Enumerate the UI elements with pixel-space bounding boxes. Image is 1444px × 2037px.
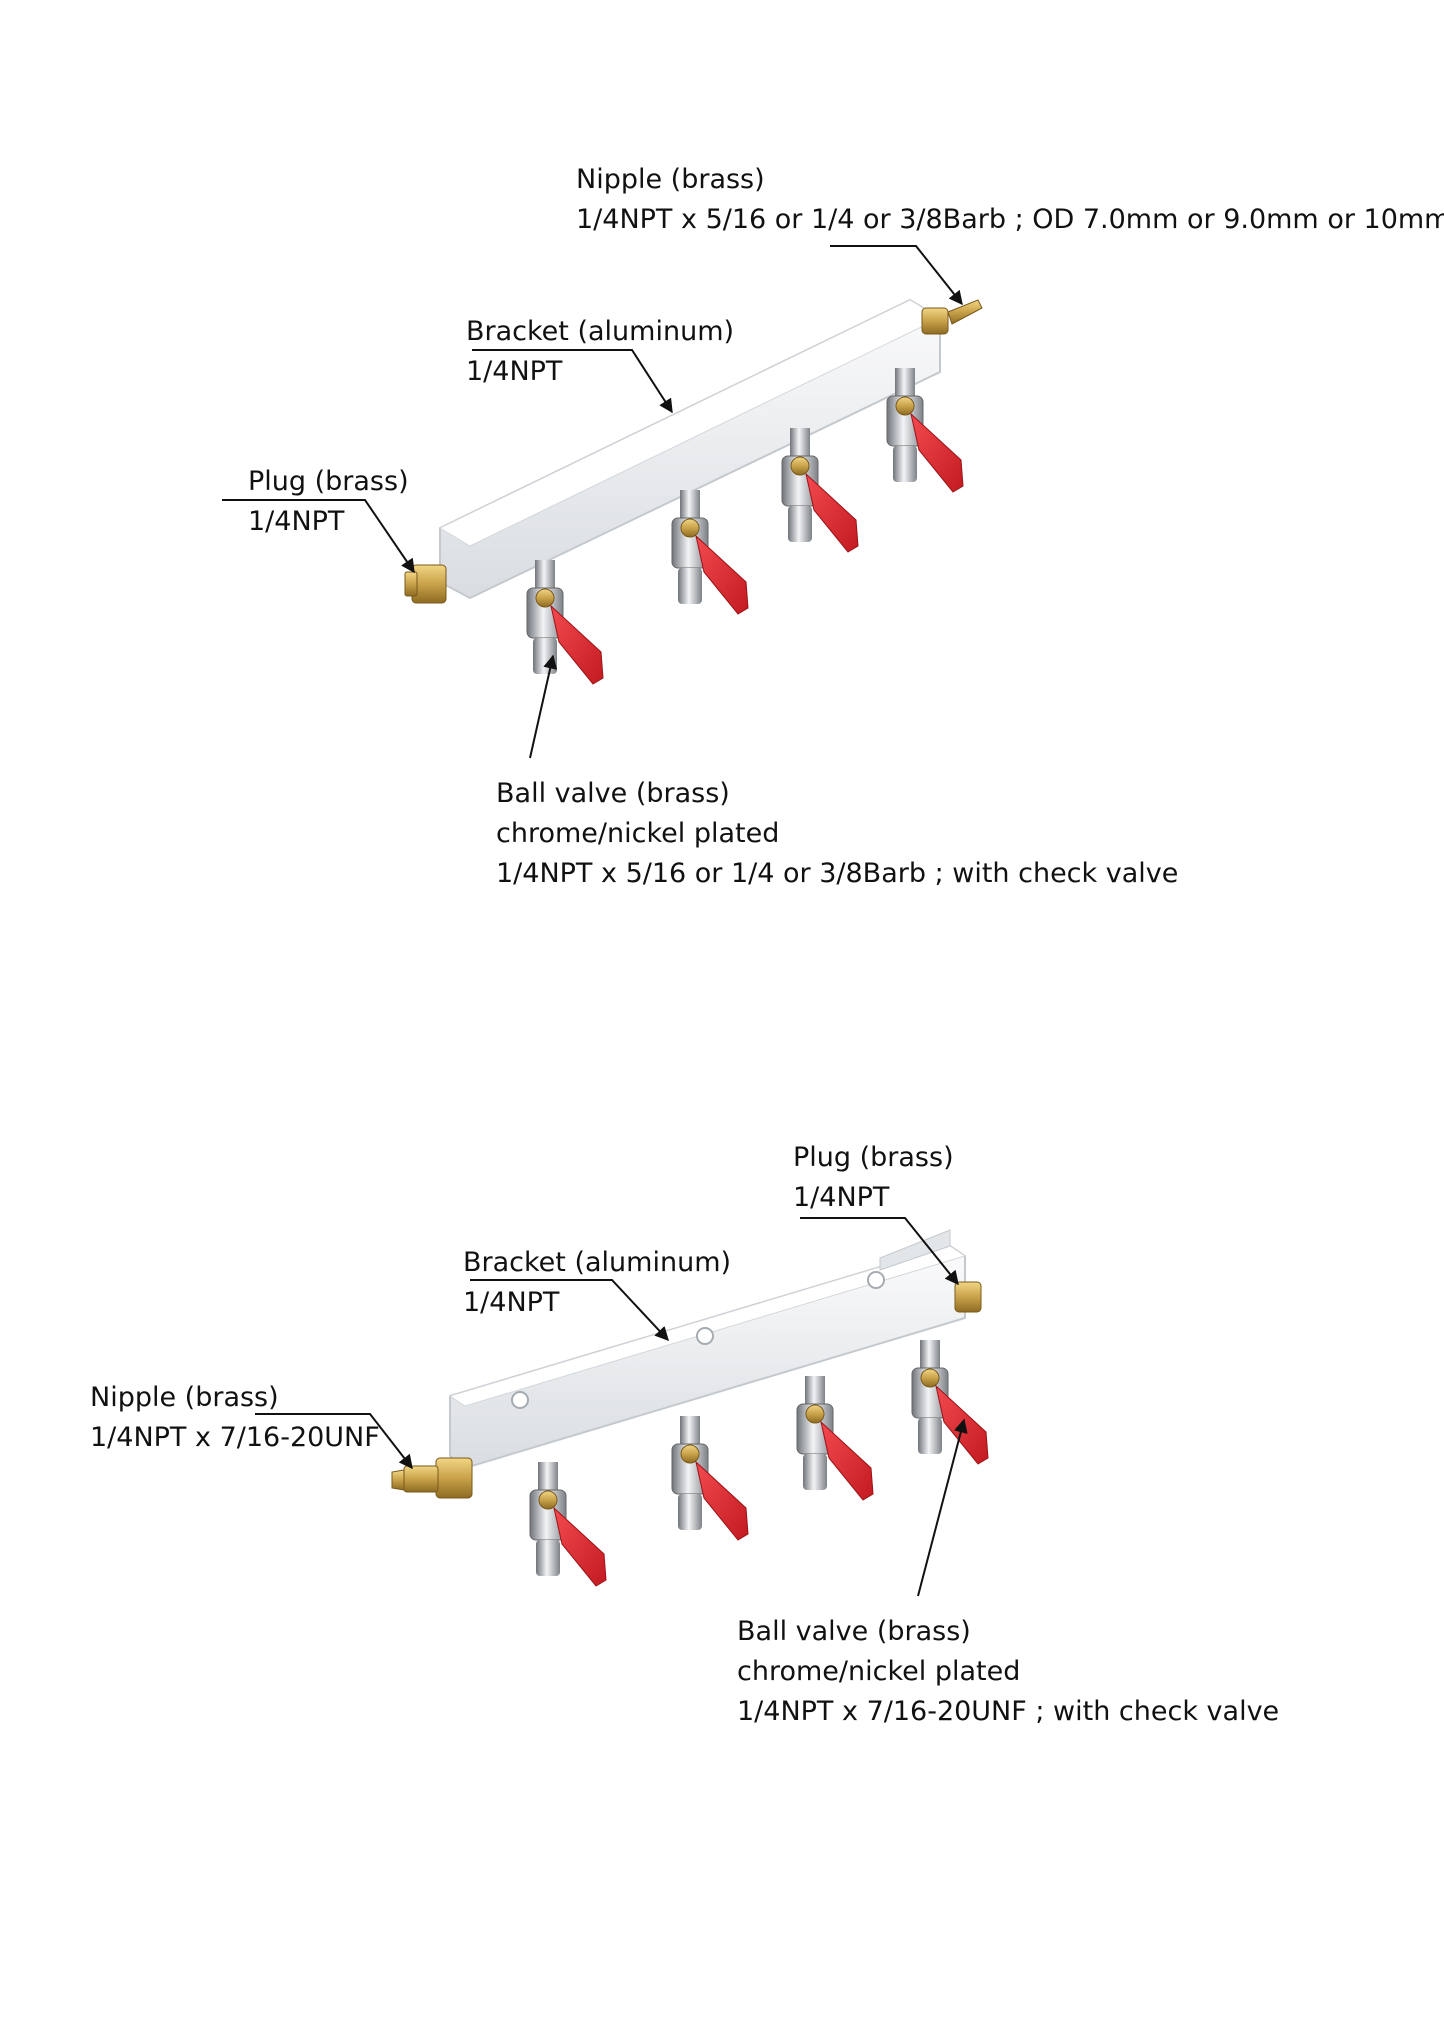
leader-bracket-1 xyxy=(472,349,673,414)
ball-valve-2a xyxy=(529,1461,607,1587)
label-bracket-2-name: Bracket (aluminum) xyxy=(463,1247,732,1278)
label-nipple-2-name: Nipple (brass) xyxy=(90,1382,279,1413)
manifold-2 xyxy=(391,1229,989,1587)
bracket-2-hole-3 xyxy=(867,1271,885,1289)
leader-plug-1 xyxy=(222,499,415,574)
ball-valve-1a xyxy=(526,559,604,685)
label-valve-2-spec: 1/4NPT x 7/16-20UNF ; with check valve xyxy=(737,1696,1280,1727)
label-bracket-1-spec: 1/4NPT xyxy=(466,356,563,387)
label-valve-2: Ball valve (brass) chrome/nickel plated … xyxy=(737,1612,1279,1732)
label-nipple-1-name: Nipple (brass) xyxy=(576,164,765,195)
manifold-1 xyxy=(404,298,983,685)
bracket-2-hole-2 xyxy=(696,1327,714,1345)
leaders-1 xyxy=(222,245,963,759)
label-bracket-2: Bracket (aluminum) 1/4NPT xyxy=(463,1243,731,1323)
ball-valve-1b xyxy=(671,489,749,615)
label-plug-2-spec: 1/4NPT xyxy=(793,1182,890,1213)
leader-bracket-2 xyxy=(470,1279,669,1342)
leader-valve-2 xyxy=(917,1418,968,1597)
ball-valve-1d xyxy=(886,367,964,493)
nipple-1 xyxy=(921,299,983,335)
label-valve-1-name: Ball valve (brass) xyxy=(496,778,730,809)
label-plug-2: Plug (brass) 1/4NPT xyxy=(793,1138,954,1218)
label-nipple-1-spec: 1/4NPT x 5/16 or 1/4 or 3/8Barb ; OD 7.0… xyxy=(576,204,1444,235)
label-bracket-1-name: Bracket (aluminum) xyxy=(466,316,735,347)
leader-nipple-1 xyxy=(830,245,963,306)
leader-nipple-2 xyxy=(255,1413,413,1470)
label-valve-1-spec: 1/4NPT x 5/16 or 1/4 or 3/8Barb ; with c… xyxy=(496,858,1179,889)
leader-valve-1 xyxy=(529,654,558,759)
label-valve-2-name: Ball valve (brass) xyxy=(737,1616,971,1647)
ball-valve-2d xyxy=(911,1339,989,1465)
label-bracket-2-spec: 1/4NPT xyxy=(463,1287,560,1318)
label-nipple-1: Nipple (brass) 1/4NPT x 5/16 or 1/4 or 3… xyxy=(576,160,1444,240)
label-valve-1-finish: chrome/nickel plated xyxy=(496,818,780,849)
ball-valve-2b xyxy=(671,1415,749,1541)
label-plug-1: Plug (brass) 1/4NPT xyxy=(248,462,409,542)
label-bracket-1: Bracket (aluminum) 1/4NPT xyxy=(466,312,734,392)
label-valve-2-finish: chrome/nickel plated xyxy=(737,1656,1021,1687)
nipple-2 xyxy=(391,1457,473,1499)
bracket-2-hole-1 xyxy=(511,1391,529,1409)
label-plug-1-name: Plug (brass) xyxy=(248,466,409,497)
label-nipple-2-spec: 1/4NPT x 7/16-20UNF xyxy=(90,1422,380,1453)
label-valve-1: Ball valve (brass) chrome/nickel plated … xyxy=(496,774,1178,894)
plug-2 xyxy=(954,1281,982,1313)
plug-1 xyxy=(404,564,447,604)
label-nipple-2: Nipple (brass) 1/4NPT x 7/16-20UNF xyxy=(90,1378,380,1458)
leader-plug-2 xyxy=(800,1217,959,1286)
leaders-2 xyxy=(255,1217,968,1597)
ball-valve-2c xyxy=(796,1375,874,1501)
label-plug-1-spec: 1/4NPT xyxy=(248,506,345,537)
label-plug-2-name: Plug (brass) xyxy=(793,1142,954,1173)
ball-valve-1c xyxy=(781,427,859,553)
